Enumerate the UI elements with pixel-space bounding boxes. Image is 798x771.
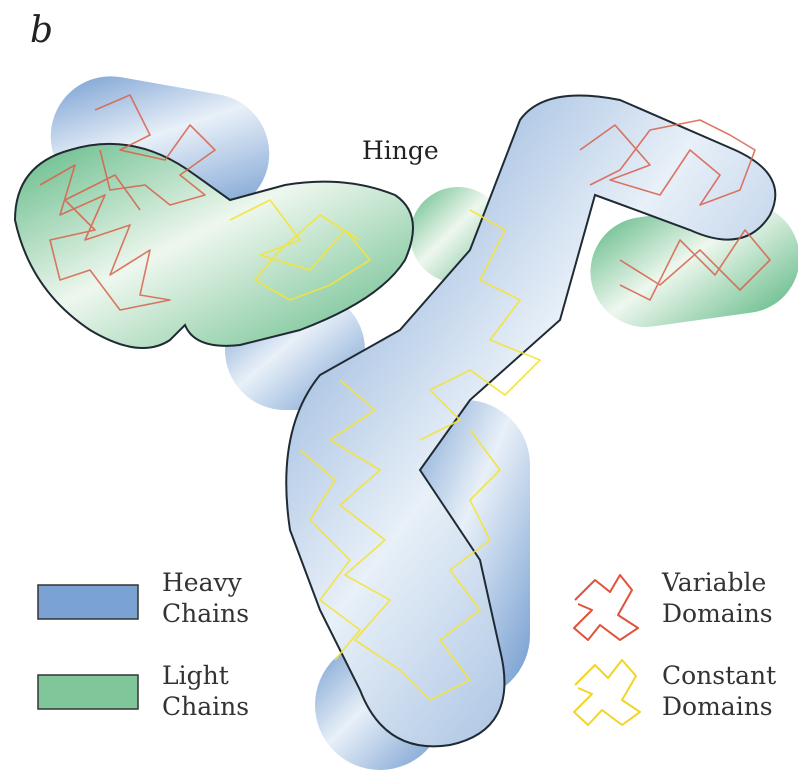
constant-domains-label: Constant Domains [662,660,776,722]
variable-domains-label-line1: Variable [662,567,773,598]
variable-domains-label: Variable Domains [662,567,773,629]
heavy-chains-swatch [38,585,138,619]
variable-domains-icon [574,575,638,640]
constant-domains-label-line2: Domains [662,691,776,722]
constant-domains-icon [574,660,640,725]
light-chains-label-line2: Chains [162,691,249,722]
light-chains-label-line1: Light [162,660,249,691]
hinge-label: Hinge [362,136,439,165]
panel-label: b [30,10,53,51]
light-chains-label: Light Chains [162,660,249,722]
heavy-chains-label-line2: Chains [162,598,249,629]
heavy-chains-label-line1: Heavy [162,567,249,598]
constant-domains-label-line1: Constant [662,660,776,691]
heavy-chains-label: Heavy Chains [162,567,249,629]
light-chains-swatch [38,675,138,709]
variable-domains-label-line2: Domains [662,598,773,629]
